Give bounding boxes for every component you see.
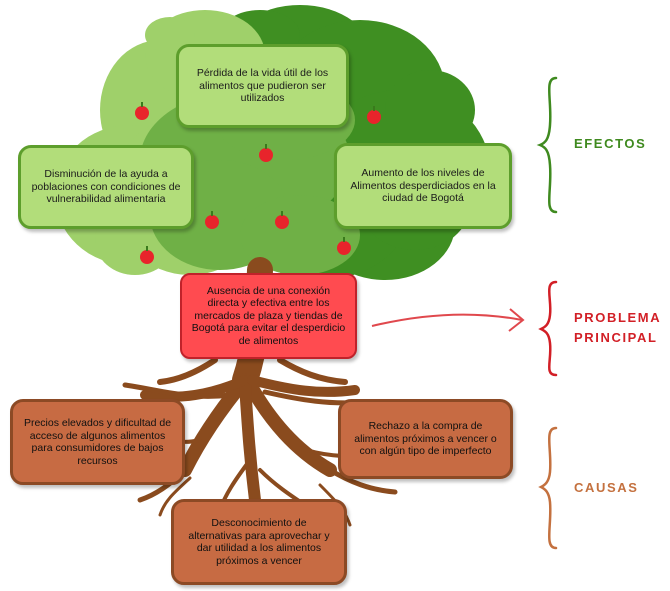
causes-label: CAUSAS <box>574 480 639 495</box>
main-problem-box: Ausencia de una conexión directa y efect… <box>180 273 357 359</box>
apple-icon <box>135 102 149 120</box>
apple-icon <box>205 211 219 229</box>
arrow-right <box>371 308 525 332</box>
apple-icon <box>140 246 154 264</box>
effect-text: Disminución de la ayuda a poblaciones co… <box>31 168 181 206</box>
apple-icon <box>337 237 351 255</box>
apple-icon <box>275 211 289 229</box>
effect-text: Aumento de los niveles de Alimentos desp… <box>350 167 496 205</box>
problem-text: Ausencia de una conexión directa y efect… <box>191 284 346 347</box>
effect-box-ayuda: Disminución de la ayuda a poblaciones co… <box>18 145 194 229</box>
effects-label: EFECTOS <box>574 136 647 151</box>
effect-box-desperdicio: Aumento de los niveles de Alimentos desp… <box>334 143 512 229</box>
cause-text: Desconocimiento de alternativas para apr… <box>188 517 330 567</box>
apple-icon <box>367 106 381 124</box>
effect-text: Pérdida de la vida útil de los alimentos… <box>196 67 329 105</box>
problem-label: PROBLEMA PRINCIPAL <box>574 308 661 348</box>
curly-brace <box>538 426 558 550</box>
curly-brace <box>538 280 558 377</box>
apple-icon <box>259 144 273 162</box>
cause-text: Precios elevados y dificultad de acceso … <box>23 417 172 467</box>
effect-box-vida-util: Pérdida de la vida útil de los alimentos… <box>176 44 349 128</box>
cause-text: Rechazo a la compra de alimentos próximo… <box>354 420 497 458</box>
apples <box>135 102 381 264</box>
problem-label-line2: PRINCIPAL <box>574 330 658 345</box>
cause-box-precios: Precios elevados y dificultad de acceso … <box>10 399 185 485</box>
cause-box-rechazo: Rechazo a la compra de alimentos próximo… <box>338 399 513 479</box>
cause-box-desconocimiento: Desconocimiento de alternativas para apr… <box>171 499 347 585</box>
problem-label-line1: PROBLEMA <box>574 310 662 325</box>
curly-brace <box>536 76 558 214</box>
